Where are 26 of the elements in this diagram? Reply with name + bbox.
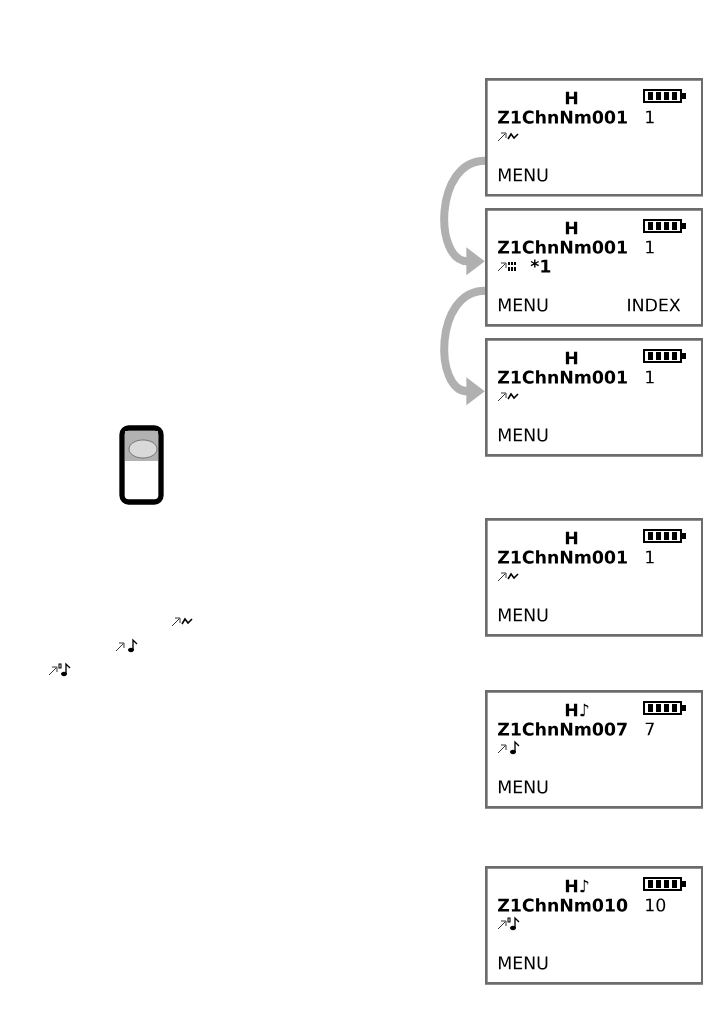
- channel-number: 10: [646, 898, 666, 912]
- channel-name: Z1ChnNm001: [498, 550, 627, 564]
- scan-label: *1: [530, 259, 551, 273]
- channel-name: Z1ChnNm007: [498, 722, 627, 736]
- softkey-label: MENU: [498, 956, 548, 970]
- channel-number: 1: [646, 550, 654, 564]
- channel-heading: H: [565, 91, 578, 105]
- softkey-label: MENU: [498, 428, 548, 442]
- channel-number: 1: [646, 110, 654, 124]
- softkey-label: MENU: [498, 298, 548, 312]
- channel-number: 1: [646, 240, 654, 254]
- channel-name: Z1ChnNm001: [498, 370, 627, 384]
- channel-number: 7: [645, 722, 654, 736]
- softkey-label: INDEX: [628, 298, 681, 312]
- channel-heading: H♪: [565, 879, 589, 893]
- channel-heading: H: [565, 531, 578, 545]
- channel-heading: H: [565, 351, 578, 365]
- softkey-label: MENU: [498, 780, 548, 794]
- channel-heading: H♪: [565, 703, 589, 717]
- softkey-label: MENU: [498, 608, 548, 622]
- channel-name: Z1ChnNm001: [498, 240, 627, 254]
- softkey-label: MENU: [498, 168, 548, 182]
- channel-heading: H: [565, 221, 578, 235]
- channel-name: Z1ChnNm010: [498, 898, 628, 912]
- channel-name: Z1ChnNm001: [498, 110, 627, 124]
- channel-number: 1: [646, 370, 654, 384]
